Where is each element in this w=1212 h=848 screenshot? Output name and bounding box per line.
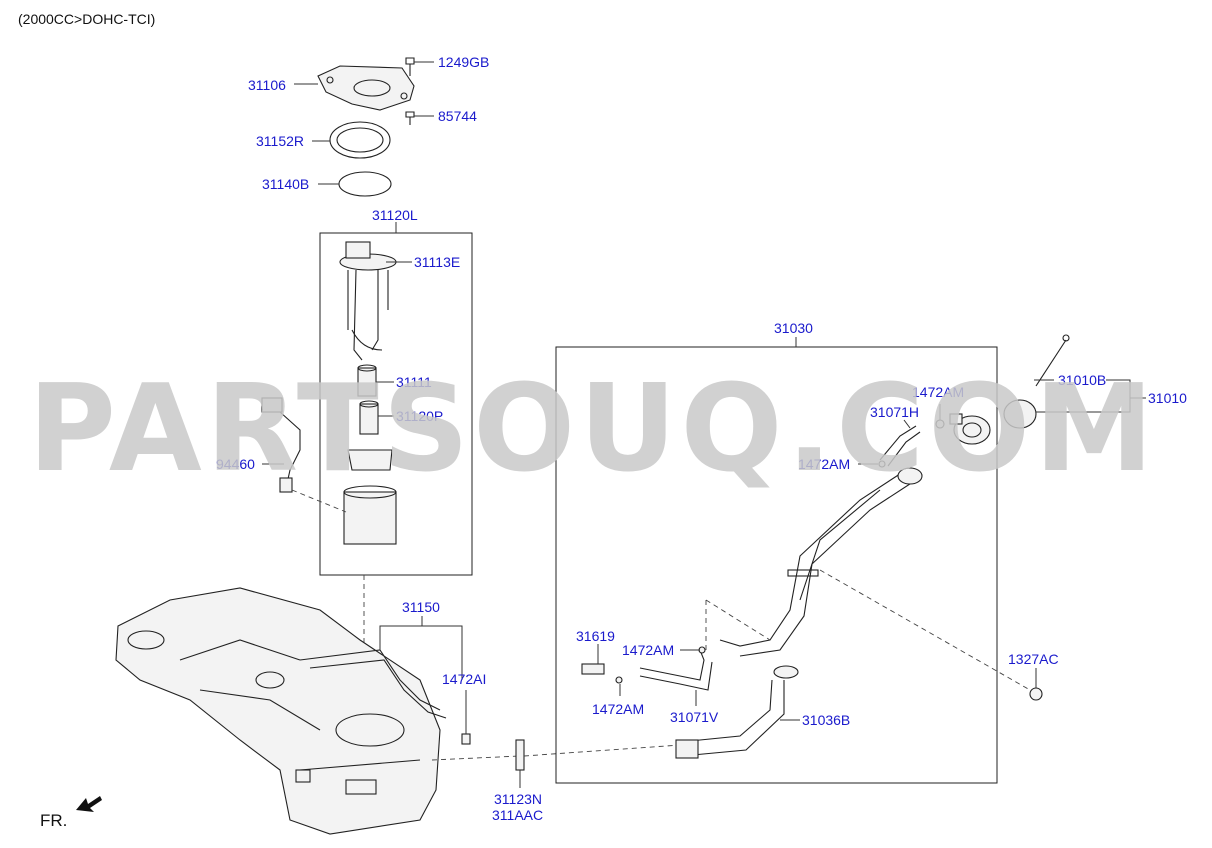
fuel-level-sender	[261, 397, 301, 493]
part-label-31106[interactable]: 31106	[248, 77, 286, 93]
engine-spec-header: (2000CC>DOHC-TCI)	[18, 11, 155, 27]
fuel-pump-motor	[357, 364, 377, 397]
watermark: PARTSOUQ.COM	[28, 360, 1158, 499]
fuel-tank	[115, 587, 441, 835]
part-label-1472am-mid[interactable]: 1472AM	[798, 456, 850, 472]
part-label-1472am-hose[interactable]: 1472AM	[622, 642, 674, 658]
part-label-1249gb[interactable]: 1249GB	[438, 54, 489, 70]
gasket-ring	[338, 171, 392, 197]
retainer-ring	[329, 121, 391, 159]
vent-hose	[581, 649, 713, 691]
screw-icon	[405, 111, 415, 125]
part-label-311aac[interactable]: 311AAC	[492, 807, 543, 823]
part-label-31113e[interactable]: 31113E	[414, 254, 460, 270]
filler-neck-pipe	[719, 467, 923, 657]
filler-cap	[949, 413, 991, 445]
filler-neck-box	[555, 346, 998, 784]
part-label-31120l[interactable]: 31120L	[372, 207, 418, 223]
front-arrow-icon	[76, 796, 102, 812]
part-label-1472am-low[interactable]: 1472AM	[592, 701, 644, 717]
clip-icon	[615, 676, 623, 684]
part-label-1472ai[interactable]: 1472AI	[442, 671, 486, 687]
part-label-31071v[interactable]: 31071V	[670, 709, 719, 725]
part-label-31071h[interactable]: 31071H	[870, 404, 919, 420]
pump-cover-plate	[317, 65, 415, 111]
pump-reservoir	[343, 449, 397, 545]
part-label-31152r[interactable]: 31152R	[256, 133, 304, 149]
fuel-door-cap	[1003, 334, 1070, 429]
part-label-31150[interactable]: 31150	[402, 599, 440, 615]
clip-icon	[878, 460, 886, 468]
filler-hose	[675, 665, 799, 759]
bolt-icon	[405, 57, 415, 76]
part-label-31111[interactable]: 31111	[396, 374, 432, 390]
breather-hose	[879, 425, 921, 467]
part-label-31036b[interactable]: 31036B	[802, 712, 850, 728]
nut-icon	[1029, 687, 1043, 701]
part-label-1327ac[interactable]: 1327AC	[1008, 651, 1059, 667]
part-label-31123n[interactable]: 31123N	[494, 791, 542, 807]
part-label-94460[interactable]: 94460	[216, 456, 255, 472]
part-label-31030[interactable]: 31030	[774, 320, 813, 336]
hose-clamp	[515, 739, 525, 771]
part-label-31010b[interactable]: 31010B	[1058, 372, 1106, 388]
front-direction-label: FR.	[40, 811, 67, 830]
part-label-31120p[interactable]: 31120P	[396, 408, 443, 424]
part-label-31010[interactable]: 31010	[1148, 390, 1187, 406]
part-label-31619[interactable]: 31619	[576, 628, 615, 644]
part-label-31140b[interactable]: 31140B	[262, 176, 309, 192]
fuel-filter	[359, 400, 379, 435]
part-label-1472am-top[interactable]: 1472AM	[912, 384, 964, 400]
part-label-85744[interactable]: 85744	[438, 108, 477, 124]
fuel-pump-flange	[339, 241, 397, 361]
